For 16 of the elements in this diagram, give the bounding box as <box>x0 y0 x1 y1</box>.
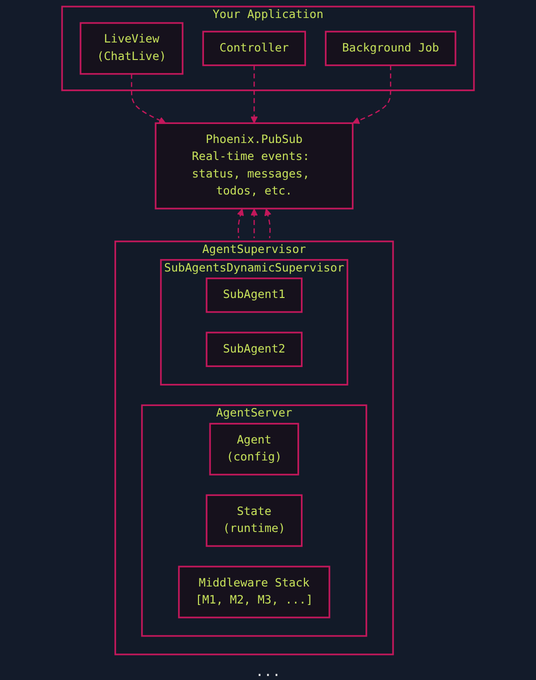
arrow <box>236 208 244 238</box>
arrow <box>130 74 166 124</box>
arrow <box>250 65 258 124</box>
arrow <box>250 208 258 238</box>
node-box: Background Job <box>324 30 456 66</box>
node-box: Middleware Stack [M1, M2, M3, ...] <box>178 566 330 618</box>
arrow <box>352 65 392 124</box>
node-box: State (runtime) <box>206 494 303 547</box>
node-box: SubAgent2 <box>206 332 303 368</box>
node-box: Phoenix.PubSub Real-time events: status, messages, todos, etc. <box>154 122 354 210</box>
node-box: Controller <box>202 30 306 66</box>
arrow <box>264 208 272 238</box>
ellipsis-note: ... <box>254 663 282 680</box>
node-box: LiveView (ChatLive) <box>80 22 184 75</box>
node-box: SubAgent1 <box>206 278 303 313</box>
node-box: Agent (config) <box>209 422 300 476</box>
